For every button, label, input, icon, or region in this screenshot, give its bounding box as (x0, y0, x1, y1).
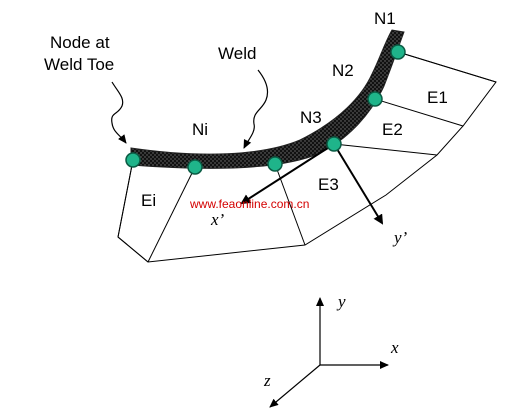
node-n2 (367, 91, 383, 107)
n3-label: N3 (300, 108, 322, 127)
global-axes: x y z (263, 292, 399, 408)
node-ni-plus (267, 156, 283, 172)
edge-left-bottom (117, 236, 149, 263)
e2-label: E2 (382, 120, 403, 139)
node-n3 (326, 136, 342, 152)
axis-x-label: x (390, 338, 399, 357)
x-prime-label: x’ (210, 210, 225, 229)
y-prime-arrow (333, 143, 384, 225)
node-n1 (390, 44, 406, 60)
ei-label: Ei (141, 191, 156, 210)
x-prime-arrow (240, 143, 335, 205)
node-weld-toe-leader (111, 81, 127, 144)
weld-leader (243, 69, 269, 149)
edge-ni (147, 166, 196, 263)
node-weld-toe (125, 152, 141, 168)
axis-y-label: y (336, 292, 346, 311)
y-prime-label: y’ (392, 228, 408, 247)
n1-label: N1 (374, 9, 396, 28)
axis-z-arrow (269, 364, 321, 408)
ni-label: Ni (192, 120, 208, 139)
weld-bead (130, 29, 405, 169)
n2-label: N2 (332, 61, 354, 80)
axis-z-label: z (263, 371, 271, 390)
node-at-weld-toe-label-line2: Weld Toe (44, 55, 114, 74)
node-at-weld-toe-label-line1: Node at (50, 33, 110, 52)
watermark: www.feaonline.com.cn (189, 197, 309, 211)
edge-left (117, 159, 134, 238)
e3-label: E3 (318, 175, 339, 194)
e1-label: E1 (427, 88, 448, 107)
edge-e1-top (397, 51, 497, 83)
node-ni (187, 159, 203, 175)
edge-e1-e2 (374, 98, 464, 127)
edge-e2-e3 (333, 143, 438, 156)
weld-label: Weld (218, 44, 256, 63)
